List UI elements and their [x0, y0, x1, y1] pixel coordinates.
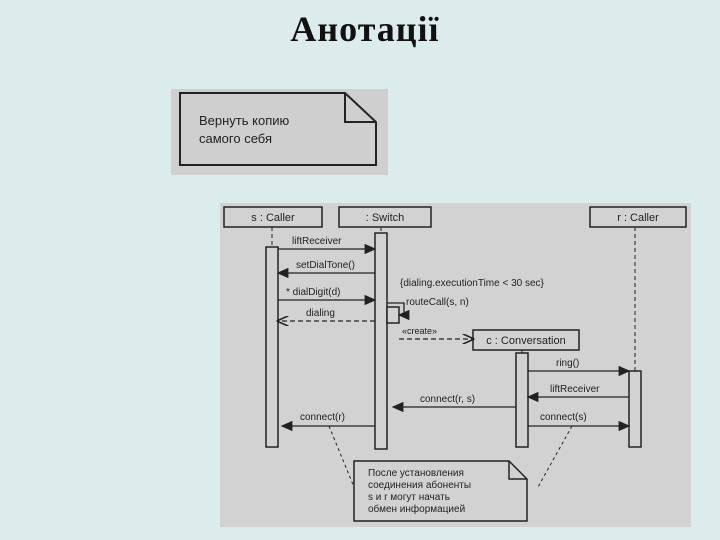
msg-dial-digit-label: * dialDigit(d) [286, 287, 340, 298]
annotation-line1: После установления [368, 468, 464, 479]
msg-dialing-label: dialing [306, 308, 335, 319]
sequence-diagram-svg: s : Caller : Switch r : Caller c : Conve… [223, 206, 687, 522]
activation-caller-r [628, 370, 642, 448]
lifeline-caller-r-label: r : Caller [617, 212, 659, 224]
lifeline-switch-label: : Switch [366, 212, 405, 224]
annotation-anchor-right [537, 425, 573, 488]
activation-caller-s [265, 246, 279, 448]
note-example-svg: Вернуть копию самого себя [179, 92, 377, 166]
msg-route-call-label: routeCall(s, n) [406, 297, 469, 308]
conversation-label: c : Conversation [486, 335, 565, 347]
annotation-line2: соединения абоненты [368, 479, 471, 491]
lifeline-caller-s-label: s : Caller [251, 212, 295, 224]
activation-conversation [515, 352, 529, 448]
constraint-text: {dialing.executionTime < 30 sec} [400, 278, 545, 289]
annotation-note: После установления соединения абоненты s… [353, 460, 528, 522]
lifeline-switch: : Switch [338, 206, 432, 228]
note-fold [344, 93, 376, 123]
note-example-line2: самого себя [199, 131, 272, 146]
annotation-anchor-left [328, 425, 355, 488]
conversation-object: c : Conversation [472, 329, 580, 351]
slide-title: Анотації [290, 9, 440, 49]
lifeline-caller-r: r : Caller [589, 206, 687, 228]
msg-set-dial-tone-label: setDialTone() [296, 260, 355, 271]
msg-connect-r-label: connect(r) [300, 412, 345, 423]
msg-connect-r-s-label: connect(r, s) [420, 394, 475, 405]
annotation-line3: s и r могут начать [368, 492, 450, 503]
activation-switch-nested [386, 306, 400, 324]
msg-route-call [387, 302, 410, 321]
msg-create-label: «create» [402, 326, 437, 336]
sequence-diagram-image: s : Caller : Switch r : Caller c : Conve… [220, 203, 691, 527]
lifeline-caller-s: s : Caller [223, 206, 323, 228]
msg-lift-receiver-r-label: liftReceiver [550, 384, 600, 395]
msg-ring-label: ring() [556, 358, 579, 369]
annotation-line4: обмен информацией [368, 503, 465, 515]
msg-connect-s-label: connect(s) [540, 412, 587, 423]
note-example-line1: Вернуть копию [199, 113, 290, 128]
activation-switch [374, 232, 388, 450]
note-example-image: Вернуть копию самого себя [171, 89, 388, 175]
msg-lift-receiver-s-label: liftReceiver [292, 236, 342, 247]
note-shape [179, 92, 377, 166]
